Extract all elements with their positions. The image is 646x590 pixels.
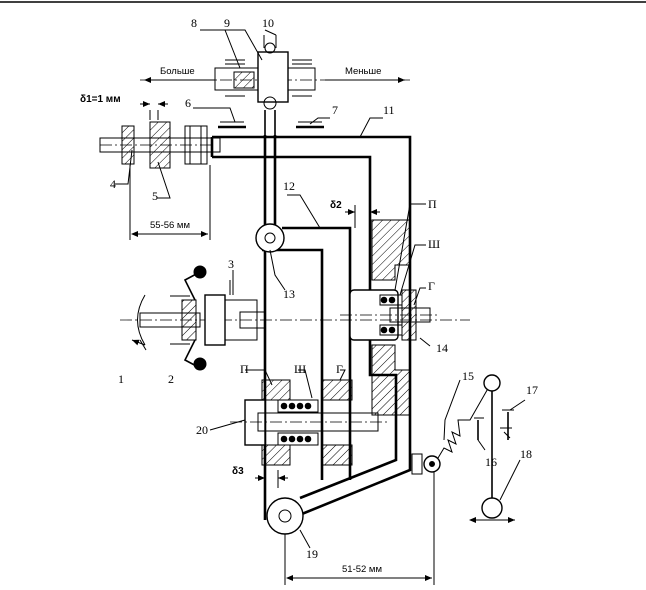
left-shaft-assembly bbox=[99, 101, 221, 169]
label-9: 9 bbox=[224, 16, 230, 30]
label-sh-bottom: Ш bbox=[294, 362, 306, 376]
label-11: 11 bbox=[383, 103, 395, 117]
dimension-55-56 bbox=[129, 165, 211, 240]
caption-more: Больше bbox=[160, 66, 195, 77]
caption-delta1: δ1=1 мм bbox=[80, 94, 121, 105]
flyweight-lower bbox=[193, 357, 207, 371]
label-20: 20 bbox=[196, 423, 208, 437]
label-15: 15 bbox=[462, 369, 474, 383]
delta2-gap bbox=[345, 205, 380, 228]
label-g-bottom: Г bbox=[336, 362, 343, 376]
label-7: 7 bbox=[332, 103, 338, 117]
label-6: 6 bbox=[185, 96, 191, 110]
leader-lines bbox=[115, 29, 526, 549]
bottom-spring-assembly bbox=[230, 379, 390, 466]
label-1: 1 bbox=[118, 372, 124, 386]
flyweight-upper bbox=[193, 265, 207, 279]
top-valve-assembly bbox=[140, 35, 410, 135]
caption-delta2: δ2 bbox=[330, 200, 342, 211]
part-10-ball bbox=[264, 42, 276, 54]
label-13: 13 bbox=[283, 287, 295, 301]
label-19: 19 bbox=[306, 547, 318, 561]
lever-knob-18 bbox=[481, 497, 503, 519]
caption-less: Меньше bbox=[345, 66, 381, 77]
label-5: 5 bbox=[152, 189, 158, 203]
right-housing bbox=[340, 219, 440, 416]
valve-ball-lower bbox=[263, 96, 277, 110]
label-10: 10 bbox=[262, 16, 274, 30]
label-sh-right: Ш bbox=[428, 237, 440, 251]
label-3: 3 bbox=[228, 257, 234, 271]
roller-19 bbox=[266, 497, 304, 535]
label-p-bottom: П bbox=[240, 362, 249, 376]
spring-linkage bbox=[411, 374, 515, 523]
dimension-51-52 bbox=[284, 470, 435, 585]
pivot-13 bbox=[255, 223, 285, 253]
caption-dim-51: 51-52 мм bbox=[342, 564, 382, 575]
caption-delta3: δ3 bbox=[232, 466, 244, 477]
label-17: 17 bbox=[526, 383, 538, 397]
delta3-gap bbox=[255, 470, 288, 488]
label-2: 2 bbox=[168, 372, 174, 386]
label-16: 16 bbox=[485, 455, 497, 469]
label-18: 18 bbox=[520, 447, 532, 461]
label-g-right: Г bbox=[428, 279, 435, 293]
centrifugal-weights bbox=[120, 265, 470, 371]
label-8: 8 bbox=[191, 16, 197, 30]
label-p-right: П bbox=[428, 197, 437, 211]
label-12: 12 bbox=[283, 179, 295, 193]
label-4: 4 bbox=[110, 177, 116, 191]
label-14: 14 bbox=[436, 341, 448, 355]
seat-plates bbox=[218, 121, 324, 129]
caption-dim-55: 55-56 мм bbox=[150, 220, 190, 231]
